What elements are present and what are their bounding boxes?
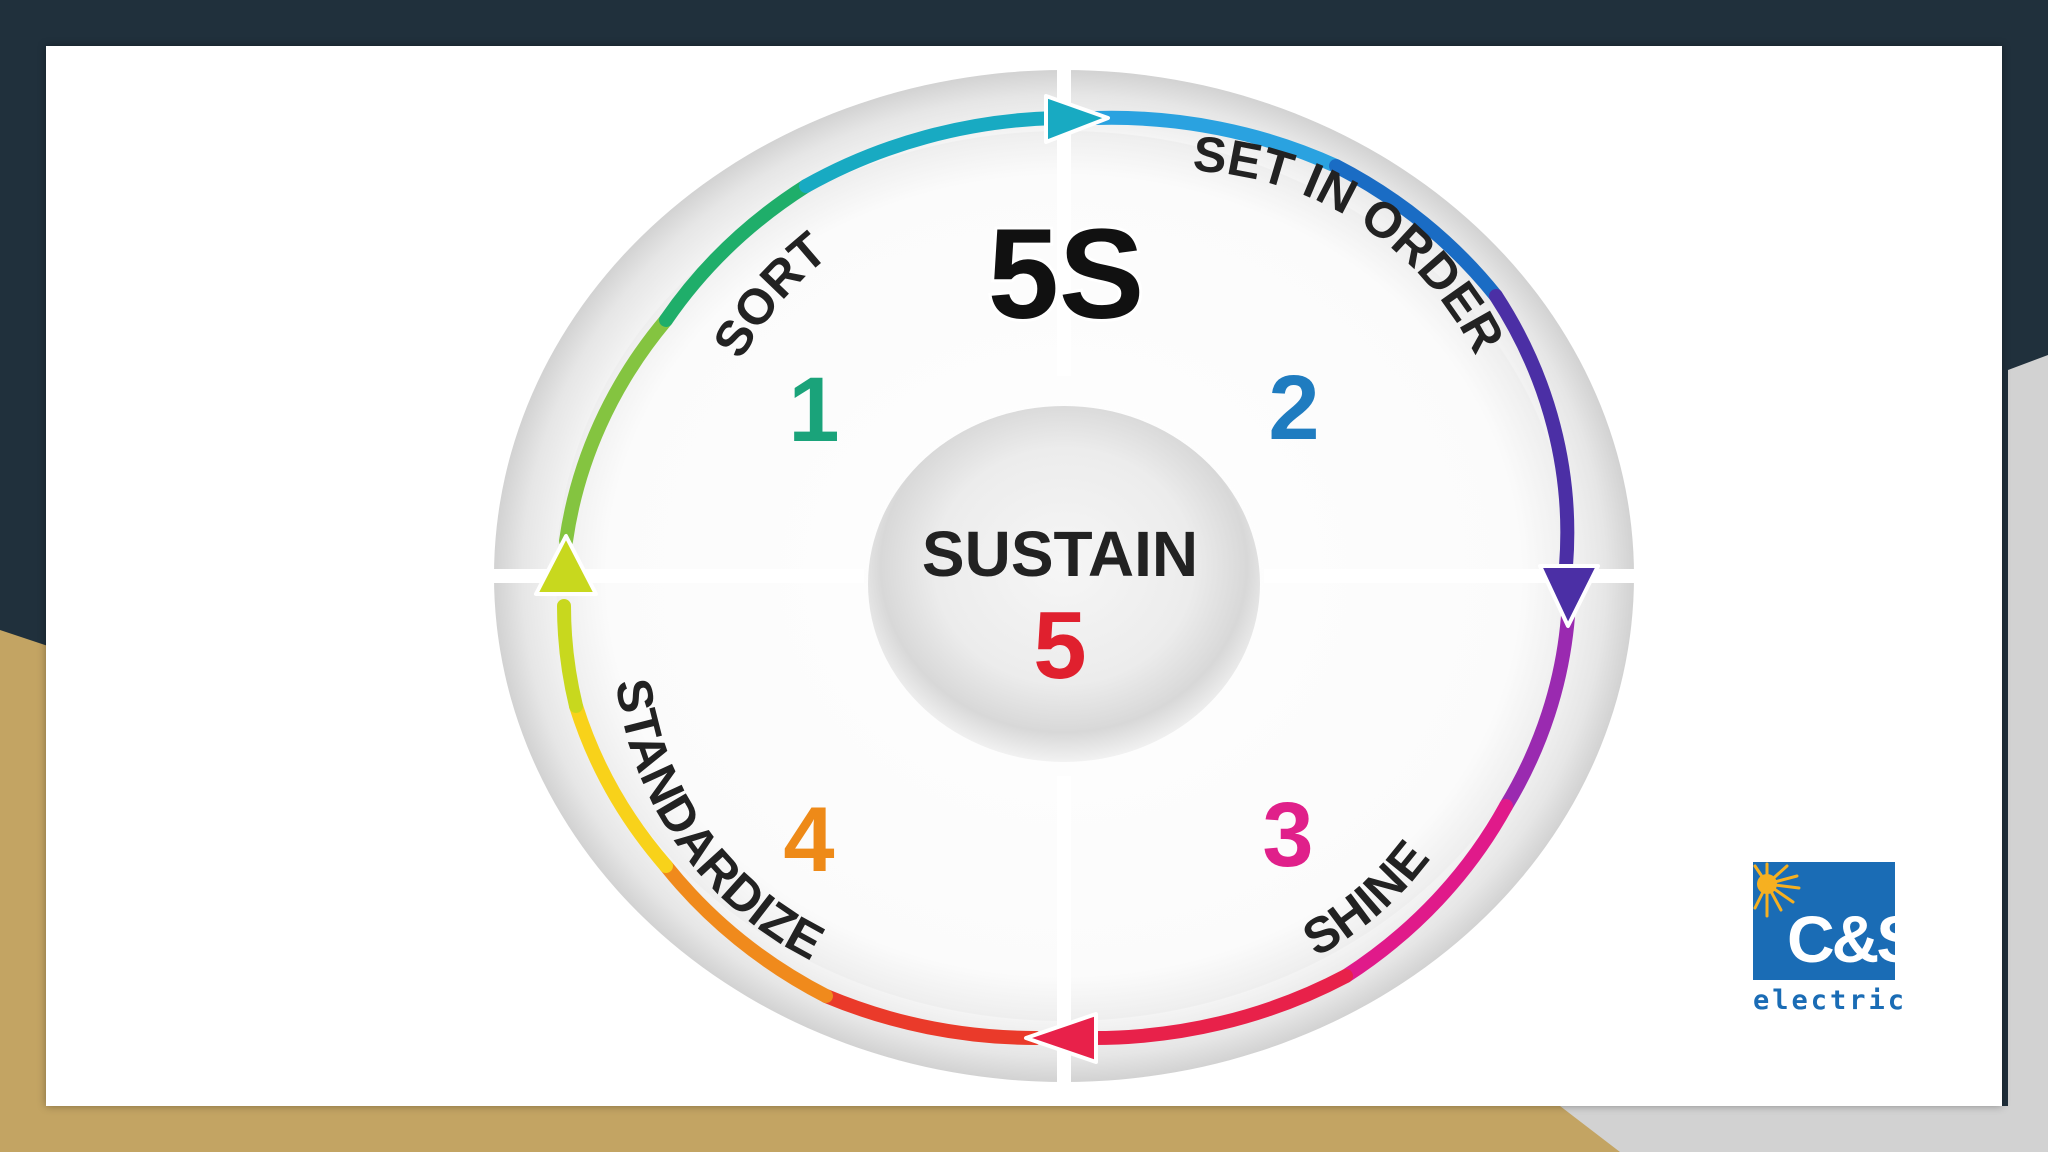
step-number-1: 1 <box>788 359 839 461</box>
sun-icon <box>1753 862 1801 918</box>
company-logo: C&S electric <box>1753 862 1949 1022</box>
arrowhead-bottom <box>1024 1012 1098 1064</box>
diagram-title: 5S <box>988 203 1145 346</box>
step-number-4: 4 <box>783 789 834 891</box>
step-number-3: 3 <box>1262 784 1313 886</box>
arrowhead-left <box>534 534 598 596</box>
logo-mark: C&S <box>1787 902 1920 976</box>
arrowhead-right <box>1538 564 1600 628</box>
center-disk <box>868 406 1260 762</box>
logo-subtitle: electric <box>1753 985 1908 1016</box>
cycle-arrow <box>557 110 1575 1046</box>
slide: 5S SORT SET IN ORDER SHINE STANDARDIZE 1… <box>46 46 2002 1106</box>
five-s-cycle-diagram: 5S SORT SET IN ORDER SHINE STANDARDIZE 1… <box>486 66 1646 1086</box>
logo-box: C&S <box>1753 862 1920 980</box>
center-number: 5 <box>1033 592 1086 699</box>
step-number-2: 2 <box>1268 357 1319 459</box>
arrowhead-top <box>1044 94 1110 144</box>
center-label: SUSTAIN <box>922 518 1198 590</box>
